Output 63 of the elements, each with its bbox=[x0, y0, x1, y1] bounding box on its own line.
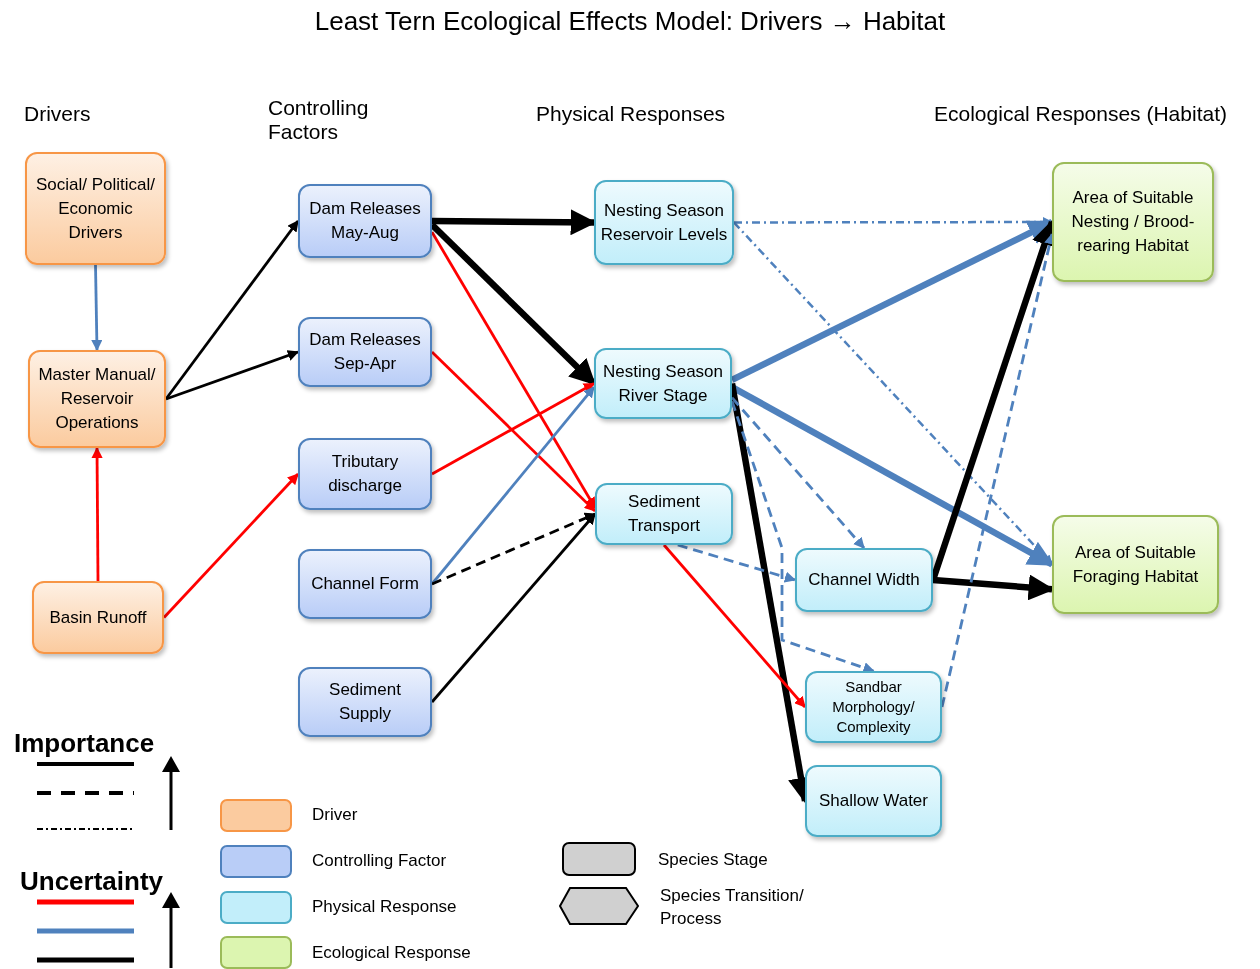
arrow bbox=[162, 473, 300, 619]
arrow bbox=[430, 386, 596, 585]
process-box bbox=[1052, 515, 1219, 614]
process-box bbox=[32, 581, 164, 654]
arrow bbox=[164, 220, 300, 400]
arrow bbox=[431, 512, 597, 586]
diagram-title: Least Tern Ecological Effects Model: Drivers → Habitat bbox=[313, 6, 947, 37]
column-heading: Controlling Factors bbox=[268, 96, 370, 144]
arrow bbox=[431, 209, 597, 236]
arrow bbox=[430, 513, 597, 703]
node-label: Dam Releases Sep-Apr bbox=[308, 329, 422, 375]
node-label: Tributary discharge bbox=[327, 451, 403, 497]
process-box bbox=[805, 765, 942, 837]
node-label: Basin Runoff bbox=[49, 606, 147, 629]
node-label: Nesting Season Reservoir Levels bbox=[600, 199, 728, 246]
arrow bbox=[932, 574, 1055, 601]
legend-heading: Uncertainty bbox=[20, 866, 164, 897]
arrow bbox=[431, 351, 596, 512]
process-box bbox=[298, 317, 432, 387]
arrow bbox=[429, 222, 597, 386]
process-box bbox=[795, 548, 933, 612]
arrow bbox=[165, 350, 300, 401]
node-label: Social/ Political/ Economic Drivers bbox=[34, 173, 157, 244]
node-label: Dam Releases May-Aug bbox=[308, 198, 422, 244]
node-label: Sediment Supply bbox=[328, 679, 402, 725]
arrow bbox=[91, 446, 103, 581]
node-label: Area of Suitable Nesting / Brood-rearing Habitat bbox=[1070, 187, 1196, 257]
node-label: Master Manual/ Reservoir Operations bbox=[37, 364, 157, 434]
arrow bbox=[91, 264, 103, 352]
legend-label: Species Stage bbox=[658, 849, 768, 871]
process-box bbox=[594, 180, 734, 265]
node-label: Sandbar Morphology/ Complexity bbox=[831, 677, 916, 737]
column-heading: Physical Responses bbox=[536, 102, 726, 126]
arrow bbox=[430, 231, 597, 509]
legend-label: Species Transition/ Process bbox=[660, 885, 805, 930]
process-box bbox=[28, 350, 166, 448]
arrow bbox=[662, 544, 807, 708]
process-box bbox=[298, 438, 432, 510]
node-label: Nesting Season River Stage bbox=[602, 360, 724, 407]
arrow bbox=[730, 396, 866, 549]
process-box bbox=[298, 184, 432, 258]
node-label: Area of Suitable Foraging Habitat bbox=[1071, 541, 1200, 588]
node-label: Sediment Transport bbox=[626, 491, 702, 537]
arrow bbox=[730, 400, 875, 674]
legend-heading: Importance bbox=[14, 728, 155, 759]
column-heading: Ecological Responses (Habitat) bbox=[934, 102, 1227, 126]
arrow bbox=[677, 543, 797, 583]
node-label: Shallow Water bbox=[819, 790, 928, 812]
process-box bbox=[298, 667, 432, 737]
legend-label: Ecological Response bbox=[312, 942, 471, 964]
legend-label: Physical Response bbox=[312, 896, 457, 918]
legend-label: Controlling Factor bbox=[312, 850, 447, 872]
arrow bbox=[431, 382, 595, 476]
process-box bbox=[1052, 162, 1214, 282]
process-box bbox=[25, 152, 166, 265]
column-heading: Drivers bbox=[24, 102, 91, 126]
process-box bbox=[805, 671, 942, 743]
process-box bbox=[594, 348, 732, 419]
node-label: Channel Form bbox=[311, 573, 419, 595]
legend-label: Driver bbox=[312, 804, 358, 826]
process-box bbox=[595, 483, 733, 545]
node-label: Channel Width bbox=[808, 569, 920, 591]
process-box bbox=[298, 549, 432, 619]
